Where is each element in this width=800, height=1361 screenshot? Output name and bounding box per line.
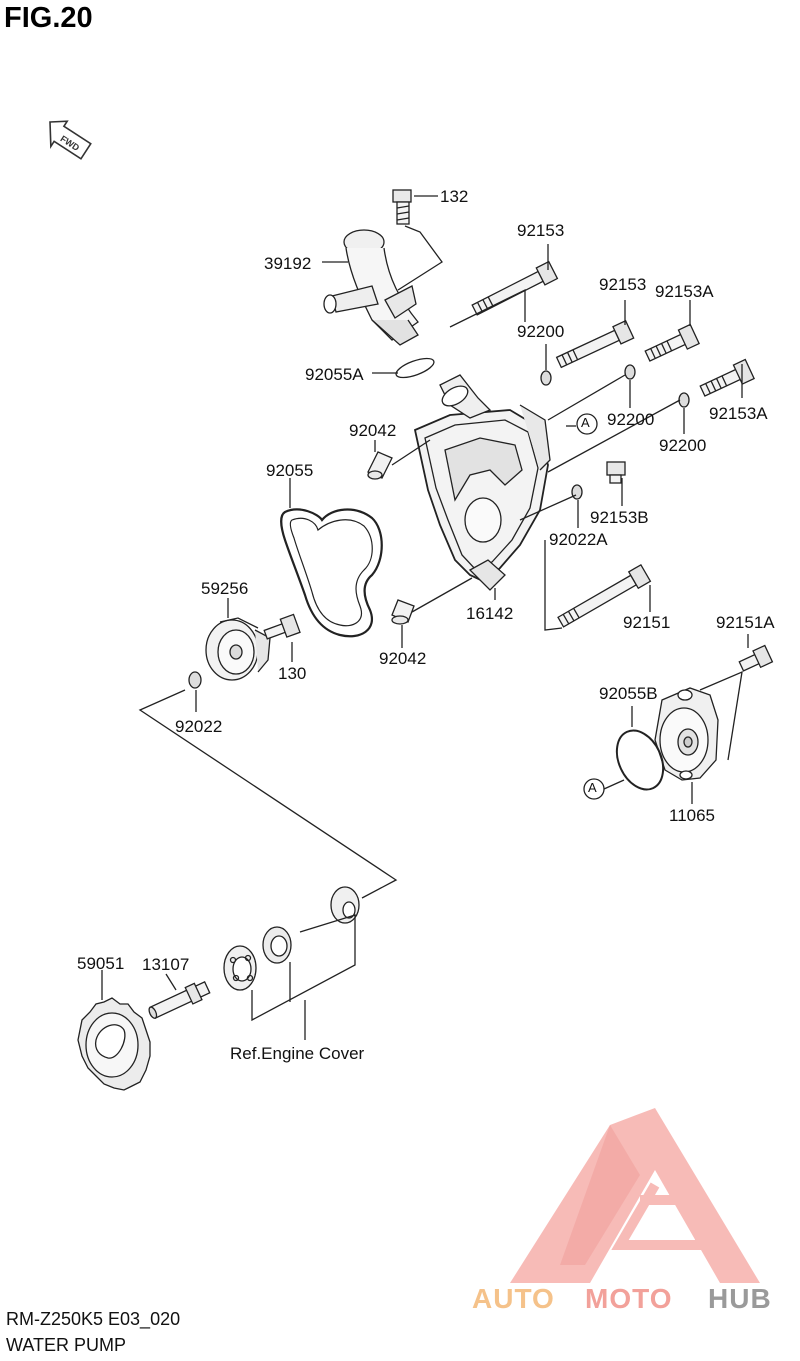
bolt-92153A-top [644, 323, 700, 362]
callout-59256: 59256 [201, 579, 249, 598]
dowel-92042-top [367, 451, 393, 480]
watermark-auto: AUTO [472, 1283, 555, 1314]
pump-housing-16142 [413, 374, 551, 591]
washer-92200-mid [624, 364, 636, 380]
callout-39192: 39192 [264, 254, 312, 273]
callout-92055B: 92055B [599, 684, 658, 703]
callout-92055A: 92055A [305, 365, 364, 384]
bolt-92153A-right [699, 358, 755, 397]
washer-92022A [571, 484, 583, 500]
automotohub-logo [510, 1108, 760, 1283]
callout-92153B: 92153B [590, 508, 649, 527]
bolt-92151A [738, 644, 774, 672]
callout-92151A: 92151A [716, 613, 775, 632]
fwd-arrow-icon: FWD [49, 120, 92, 160]
callout-11065: 11065 [669, 806, 716, 825]
watermark-moto: MOTO [585, 1283, 673, 1314]
callout-92022: 92022 [175, 717, 223, 736]
callout-92153A-right: 92153A [709, 404, 768, 423]
callout-92055: 92055 [266, 461, 314, 480]
o-ring-92055B [615, 729, 665, 791]
bolt-132 [392, 189, 412, 225]
bolt-92151 [557, 563, 652, 628]
mechanical-seal [330, 886, 360, 924]
bolt-92153-top [471, 260, 559, 316]
pump-cover-11065 [654, 687, 719, 781]
callout-16142: 16142 [466, 604, 514, 623]
o-ring-92055A [395, 357, 435, 379]
bolt-92153-mid [555, 319, 635, 369]
callout-92200-top: 92200 [517, 322, 565, 341]
ref-a-top-label: A [581, 415, 590, 430]
callout-92042-top: 92042 [349, 421, 397, 440]
callout-13107: 13107 [142, 955, 190, 974]
washer-92022 [188, 671, 202, 689]
model-code: RM-Z250K5 E03_020 [6, 1309, 181, 1329]
callout-92200-mid: 92200 [607, 410, 655, 429]
washer-92200-top [540, 370, 552, 386]
figure-title: FIG.20 [4, 2, 93, 34]
hose-fitting-39192 [323, 229, 419, 346]
bolt-130 [263, 613, 301, 640]
callout-59051: 59051 [77, 954, 125, 973]
callout-92153A-top: 92153A [655, 282, 714, 301]
ref-a-bottom-label: A [588, 780, 597, 795]
reference-marker-a-bottom [583, 778, 625, 800]
callout-130: 130 [278, 664, 307, 683]
section-name: WATER PUMP [6, 1335, 126, 1355]
watermark-hub: HUB [708, 1283, 772, 1314]
washer-92200-right [678, 392, 690, 408]
callout-132: 132 [440, 187, 469, 206]
callout-92200-right: 92200 [659, 436, 707, 455]
bearing [223, 945, 257, 991]
impeller-59256 [205, 617, 271, 681]
reference-marker-a-top [566, 413, 598, 435]
callout-92042-bottom: 92042 [379, 649, 427, 668]
gear-59051 [77, 997, 151, 1091]
oil-seal [262, 926, 292, 964]
callout-92153-top: 92153 [517, 221, 565, 240]
callout-ref-engine-cover: Ref.Engine Cover [230, 1044, 365, 1063]
callout-92151: 92151 [623, 613, 671, 632]
gasket-92055 [280, 508, 383, 638]
callout-92022A: 92022A [549, 530, 608, 549]
callout-92153-mid: 92153 [599, 275, 647, 294]
shaft-13107 [148, 981, 211, 1019]
bolt-92153B [606, 461, 626, 484]
dowel-92042-bottom [391, 599, 415, 625]
